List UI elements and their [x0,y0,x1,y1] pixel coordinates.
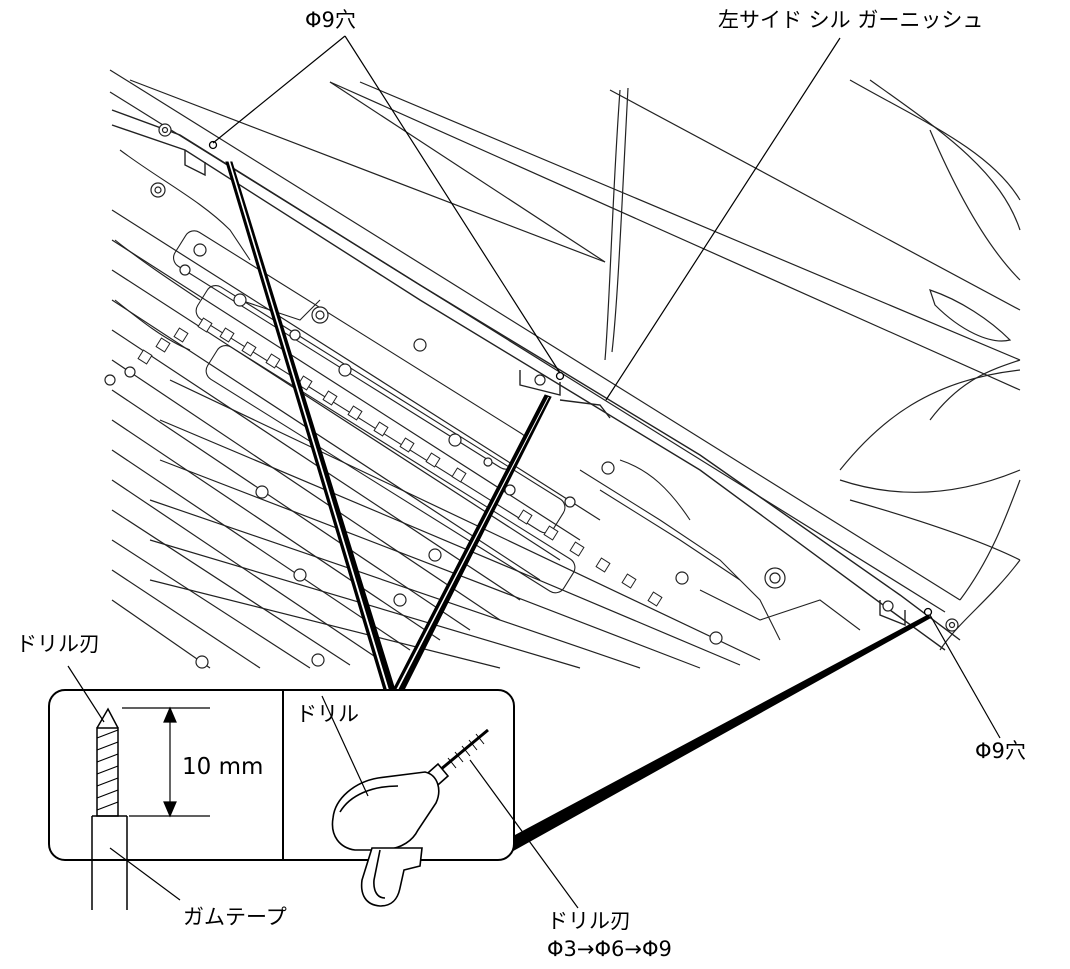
drill-label: ドリル [296,702,359,726]
floor-panel-features [114,149,861,641]
leader-lines [212,35,1001,739]
depth-label: 10 mm [182,754,264,780]
hole-label-top: Φ9穴 [305,8,356,32]
drill-bit-label-left: ドリル刃 [16,632,100,656]
floor-linework [109,69,1021,669]
drill-bit-detail [91,707,128,910]
drill-leader [321,695,369,797]
drill-bit-bottom-leader [469,759,579,909]
gum-tape-leader [109,847,181,901]
floor-bolts [104,123,959,669]
garnish-label: 左サイド シル ガーニッシュ [718,8,984,32]
hole-label-right: Φ9穴 [975,739,1026,763]
drill-illustration [331,728,489,907]
clip-row [137,317,663,607]
drill-sequence-label: Φ3→Φ6→Φ9 [547,937,672,961]
depth-dimension [122,706,210,818]
callout-wedges [225,160,931,851]
drill-bit-left-leader [67,665,105,723]
gum-tape-label: ガムテープ [183,905,287,929]
drill-bit-label-bottom: ドリル刃 [547,909,631,933]
